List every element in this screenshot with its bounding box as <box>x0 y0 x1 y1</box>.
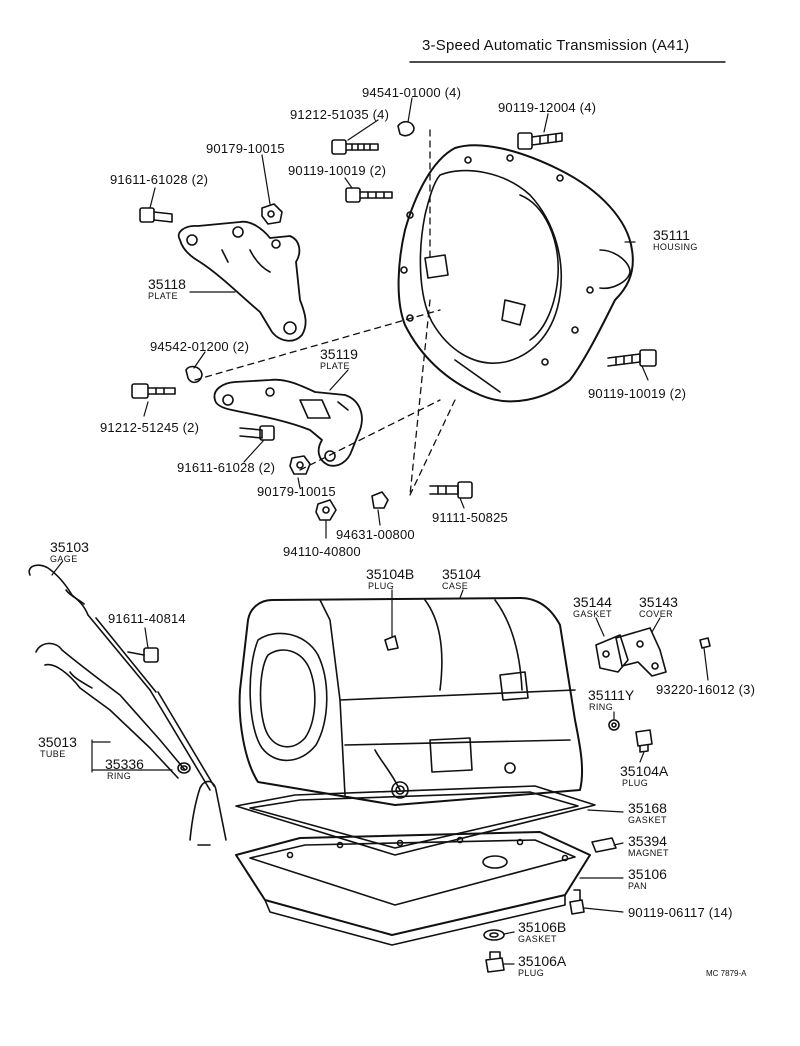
label-94541-01000: 94541-01000 (4) <box>362 85 462 100</box>
label-94542-01200: 94542-01200 (2) <box>150 339 250 354</box>
nut-90179-mid <box>289 455 311 475</box>
plate-35118 <box>177 220 307 342</box>
label-35106-pan: PAN <box>628 881 648 891</box>
gasket-35168 <box>235 785 596 856</box>
label-35106: 35106 <box>628 866 667 882</box>
label-35104B-plug: PLUG <box>368 581 395 591</box>
label-35143: 35143 <box>639 594 678 610</box>
bolt-91212-51245 <box>131 383 176 399</box>
label-90119-12004: 90119-12004 (4) <box>498 100 597 115</box>
label-94631-00800: 94631-00800 <box>336 527 415 542</box>
label-35106B-gasket: GASKET <box>518 934 557 944</box>
pan-35106 <box>235 831 591 946</box>
drawing-reference-code: MC 7879-A <box>706 969 747 978</box>
label-90179-10015-mid: 90179-10015 <box>257 484 336 499</box>
label-35111-housing: HOUSING <box>653 242 698 252</box>
label-93220-16012: 93220-16012 (3) <box>656 682 756 697</box>
label-91611-61028-mid: 91611-61028 (2) <box>177 460 276 475</box>
plate-35119 <box>213 378 363 467</box>
bolt-91611-mid <box>239 425 275 441</box>
bolt-91212-51035 <box>331 139 379 155</box>
label-35168-gasket: GASKET <box>628 815 667 825</box>
bolt-90119-06117 <box>569 889 585 915</box>
label-35106A: 35106A <box>518 953 567 969</box>
bolt-90119-10019-top <box>345 187 393 203</box>
label-35144-gasket: GASKET <box>573 609 612 619</box>
label-90119-10019-right: 90119-10019 (2) <box>588 386 687 401</box>
label-35111Y-ring: RING <box>589 702 614 712</box>
label-35111Y: 35111Y <box>588 687 635 703</box>
label-35013-tube: TUBE <box>40 749 66 759</box>
page-title: 3-Speed Automatic Transmission (A41) <box>422 37 690 54</box>
bolt-91111 <box>429 481 473 499</box>
label-35118-plate: PLATE <box>148 291 178 301</box>
ring-35111Y <box>608 719 620 731</box>
label-35104A-plug: PLUG <box>622 778 649 788</box>
label-35104B: 35104B <box>366 566 415 582</box>
label-35119-plate: PLATE <box>320 361 350 371</box>
dipstick-35103 <box>28 564 215 791</box>
bolt-91611-top <box>139 207 173 223</box>
gasket-35106B <box>483 929 505 941</box>
nut-94110 <box>315 499 337 521</box>
label-35394-magnet: MAGNET <box>628 848 669 858</box>
label-35394: 35394 <box>628 833 667 849</box>
label-35336: 35336 <box>105 756 144 772</box>
label-35106B: 35106B <box>518 919 567 935</box>
label-35144: 35144 <box>573 594 612 610</box>
label-91611-61028-top: 91611-61028 (2) <box>110 172 209 187</box>
nut-90179-top <box>261 203 283 225</box>
label-91212-51035: 91212-51035 (4) <box>290 107 390 122</box>
label-35168: 35168 <box>628 800 667 816</box>
nut-94542 <box>185 365 203 384</box>
bolt-91611-40814 <box>127 647 159 663</box>
cover-35143 <box>615 627 667 677</box>
case-35104 <box>238 597 584 806</box>
label-35013: 35013 <box>38 734 77 750</box>
label-94110-40800: 94110-40800 <box>283 544 361 559</box>
label-35111: 35111 <box>653 227 690 243</box>
dashed-leaders <box>194 129 456 496</box>
leader-lines <box>51 97 709 965</box>
ring-35336 <box>177 762 191 774</box>
filler-pipe <box>189 780 227 846</box>
label-90179-10015-top: 90179-10015 <box>206 141 285 156</box>
bolt-93220 <box>699 637 711 649</box>
label-90119-10019-top: 90119-10019 (2) <box>288 163 387 178</box>
label-35104-case: CASE <box>442 581 469 591</box>
label-35103-gage: GAGE <box>50 554 78 564</box>
plug-35106A <box>485 951 505 973</box>
nut-94631 <box>371 491 389 509</box>
label-35143-cover: COVER <box>639 609 674 619</box>
bolt-90119-12004 <box>517 132 563 150</box>
label-35104: 35104 <box>442 566 481 582</box>
housing-35111 <box>397 144 634 403</box>
label-35103: 35103 <box>50 539 89 555</box>
magnet-35394 <box>591 837 617 853</box>
plug-35104A <box>635 729 653 753</box>
label-35106A-plug: PLUG <box>518 968 545 978</box>
tube-35013 <box>35 642 186 779</box>
label-91111-50825: 91111-50825 <box>432 510 508 525</box>
bolt-90119-10019-right <box>607 349 657 367</box>
label-91212-51245: 91212-51245 (2) <box>100 420 200 435</box>
label-90119-06117: 90119-06117 (14) <box>628 905 733 920</box>
label-35118: 35118 <box>148 276 186 292</box>
nut-94541 <box>397 120 415 137</box>
label-35336-ring: RING <box>107 771 132 781</box>
label-91611-40814: 91611-40814 <box>108 611 186 626</box>
label-35119: 35119 <box>320 346 358 362</box>
label-35104A: 35104A <box>620 763 669 779</box>
